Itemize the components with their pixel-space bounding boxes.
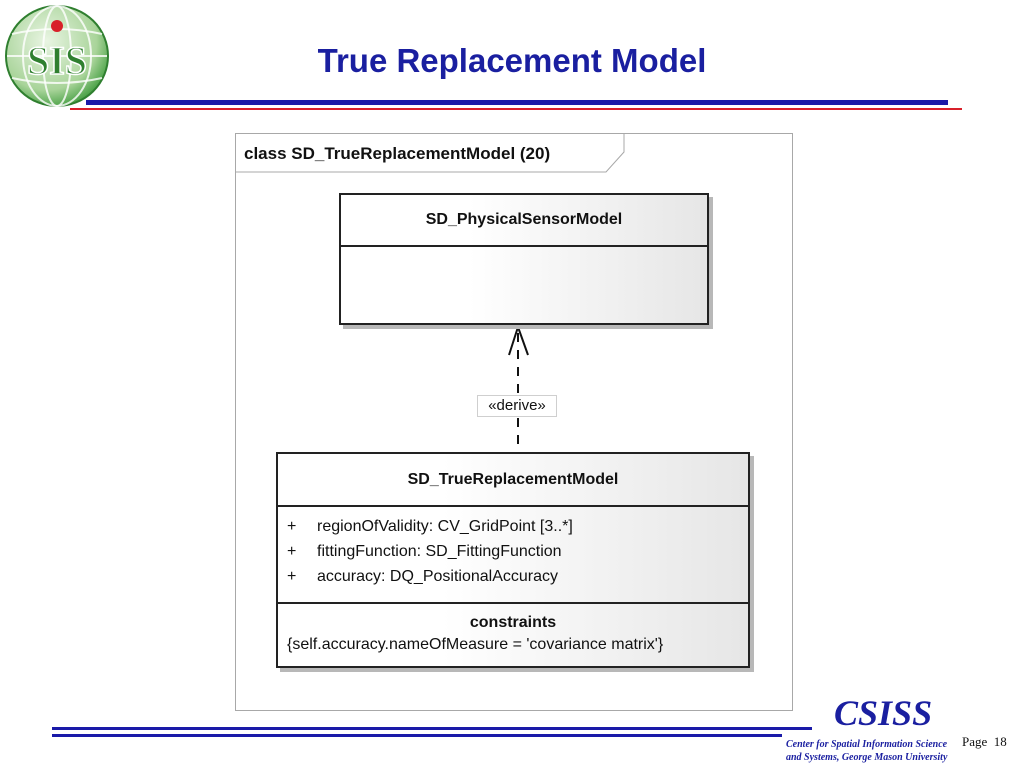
- visibility-marker: +: [287, 518, 297, 535]
- constraint-text: {self.accuracy.nameOfMeasure = 'covarian…: [287, 636, 664, 653]
- slide-title: True Replacement Model: [317, 42, 707, 79]
- center-name-line2: and Systems, George Mason University: [786, 752, 948, 763]
- sis-logo: SIS: [4, 4, 110, 108]
- derive-stereotype-label: «derive»: [477, 395, 557, 417]
- attribute-compartment: + regionOfValidity: CV_GridPoint [3..*] +…: [278, 507, 748, 604]
- attribute-row: + accuracy: DQ_PositionalAccuracy: [287, 564, 748, 589]
- footer-rule-blue-lower: [52, 734, 782, 737]
- page-number: Page 18: [962, 734, 1007, 750]
- attribute-text: fittingFunction: SD_FittingFunction: [317, 543, 562, 560]
- page-label-text: Page: [962, 734, 988, 749]
- visibility-marker: +: [287, 568, 297, 585]
- attribute-text: accuracy: DQ_PositionalAccuracy: [317, 568, 558, 585]
- attribute-row: + fittingFunction: SD_FittingFunction: [287, 539, 748, 564]
- class-sd-true-replacement-model[interactable]: SD_TrueReplacementModel + regionOfValidit…: [276, 452, 750, 668]
- csiss-brand: CSISS: [834, 693, 933, 733]
- class-name: SD_TrueReplacementModel: [278, 454, 748, 507]
- attribute-text: regionOfValidity: CV_GridPoint [3..*]: [317, 518, 573, 535]
- constraints-compartment: constraints {self.accuracy.nameOfMeasure…: [278, 614, 748, 654]
- globe-logo-icon: SIS: [5, 5, 109, 107]
- constraints-title: constraints: [469, 614, 557, 631]
- class-sd-physical-sensor-model[interactable]: SD_PhysicalSensorModel: [339, 193, 709, 325]
- class-name: SD_PhysicalSensorModel: [341, 195, 707, 247]
- footer-rule-blue: [52, 727, 812, 730]
- page-number-value: 18: [993, 734, 1007, 749]
- header-rule-red: [70, 108, 962, 110]
- visibility-marker: +: [287, 543, 297, 560]
- logo-text: SIS: [27, 38, 87, 83]
- attribute-row: + regionOfValidity: CV_GridPoint [3..*]: [287, 514, 748, 539]
- center-name-line1: Center for Spatial Information Science: [786, 739, 948, 750]
- header-rule-blue: [86, 100, 948, 105]
